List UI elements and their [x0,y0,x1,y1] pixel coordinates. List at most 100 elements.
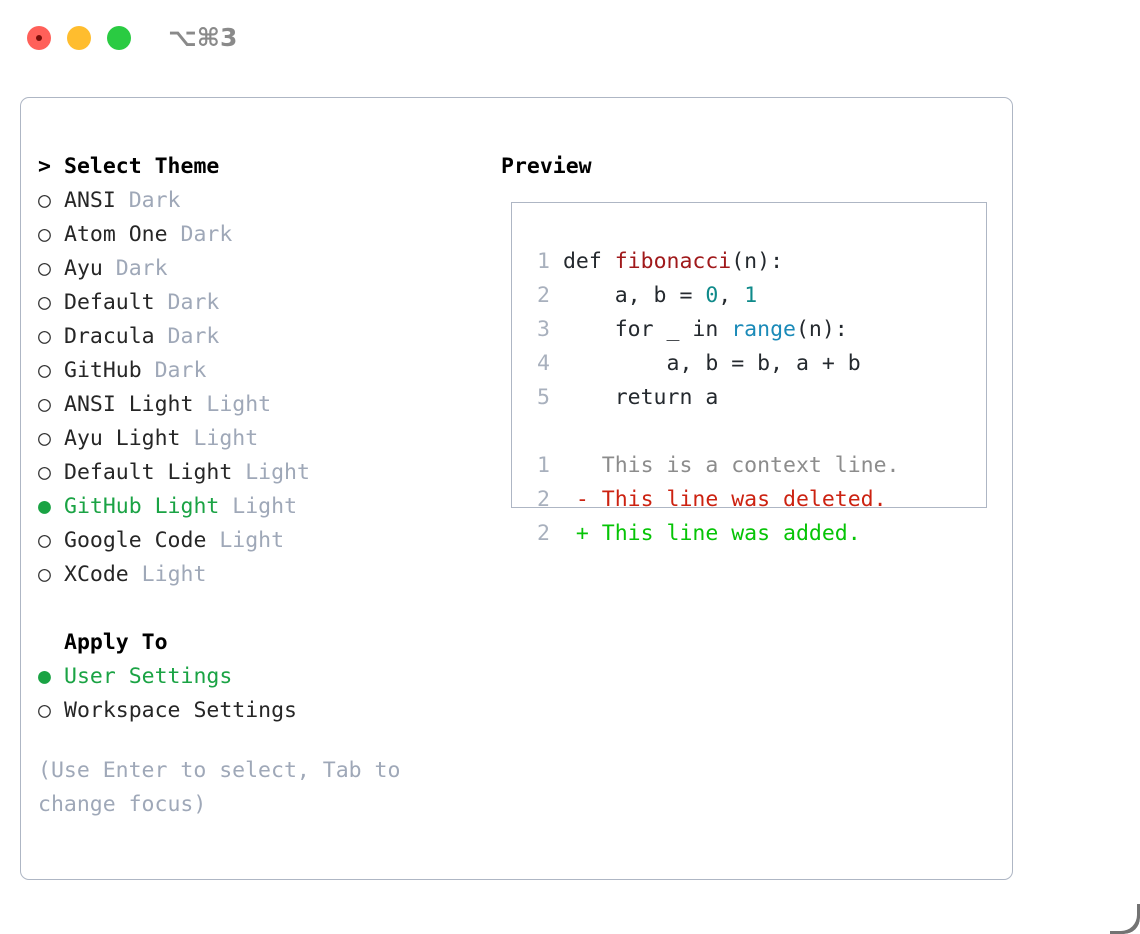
diff-line-text: + This line was added. [550,521,861,546]
radio-unselected-icon: ○ [38,426,51,451]
apply-to-option-user-settings[interactable]: ●User Settings [38,660,478,694]
line-number: 1 [537,249,550,274]
main-panel: > Select Theme ○ ANSI Dark ○ Atom One Dark ○ A… [20,97,1013,880]
radio-unselected-icon: ○ [38,188,51,213]
window-corner-shadow [1110,904,1140,934]
code-line: 4 a, b = b, a + b [524,347,900,381]
theme-option-variant-badge: Dark [154,290,220,315]
radio-unselected-icon: ○ [38,460,51,485]
radio-unselected-icon: ○ [38,290,51,315]
theme-option-label: ANSI Light [64,392,194,417]
theme-option-label: Default Light [64,460,233,485]
line-number: 2 [537,487,550,512]
theme-option-ayu[interactable]: ○ Ayu Dark [38,252,478,286]
theme-option-ansi-light[interactable]: ○ ANSI Light Light [38,388,478,422]
radio-unselected-icon: ○ [38,324,51,349]
line-number: 2 [537,283,550,308]
apply-to-heading: Apply To [38,626,478,660]
keyboard-shortcut-label: ⌥⌘3 [168,23,238,52]
code-token: a, b = b, a + b [562,351,861,376]
radio-unselected-icon: ○ [38,222,51,247]
diff-line-ctx: 1 This is a context line. [524,449,900,483]
apply-to-heading-label: Apply To [64,630,168,655]
close-button[interactable] [27,26,51,50]
code-token: (n): [795,317,848,342]
code-blank-line [524,415,900,449]
radio-unselected-icon: ○ [38,698,51,723]
theme-option-xcode[interactable]: ○ XCode Light [38,558,478,592]
radio-unselected-icon: ○ [38,256,51,281]
theme-option-label: Dracula [64,324,155,349]
code-token: fibonacci [614,249,732,274]
theme-option-google-code[interactable]: ○ Google Code Light [38,524,478,558]
theme-option-label: XCode [64,562,129,587]
theme-option-label: Default [64,290,155,315]
theme-option-variant-badge: Dark [154,324,220,349]
theme-option-variant-badge: Light [232,460,310,485]
apply-to-option-workspace-settings[interactable]: ○Workspace Settings [38,694,478,728]
keyboard-hint-text: (Use Enter to select, Tab to change focu… [38,758,401,817]
diff-line-text: - This line was deleted. [550,487,887,512]
code-token: a, b = [562,283,706,308]
theme-option-github[interactable]: ○GitHub Dark [38,354,478,388]
code-line: 5 return a [524,381,900,415]
theme-option-label: GitHub [64,358,142,383]
radio-selected-icon: ● [38,664,51,689]
theme-option-label: GitHub Light [64,494,220,519]
line-number: 1 [537,453,550,478]
theme-option-label: Ayu Light [64,426,181,451]
theme-selector-column: > Select Theme ○ ANSI Dark ○ Atom One Dark ○ A… [38,150,478,728]
preview-column: Preview 1 def fibonacci(n):2 a, b = 0, 1… [501,150,1001,546]
theme-option-variant-badge: Light [206,528,285,553]
line-number: 5 [537,385,550,410]
theme-option-atom-one[interactable]: ○ Atom One Dark [38,218,478,252]
preview-heading: Preview [501,154,592,179]
theme-option-label: Atom One [64,222,168,247]
theme-option-variant-badge: Dark [102,256,168,281]
theme-option-dracula[interactable]: ○ Dracula Dark [38,320,478,354]
theme-option-default[interactable]: ○ Default Dark [38,286,478,320]
code-token: def [562,249,615,274]
theme-option-variant-badge: Light [180,426,259,451]
theme-option-label: ANSI [64,188,116,213]
theme-option-variant-badge: Dark [167,222,233,247]
theme-option-default-light[interactable]: ○ Default Light Light [38,456,478,490]
diff-line-text: This is a context line. [550,453,900,478]
code-token: for _ in [562,317,732,342]
code-token: 1 [744,283,758,308]
code-token: range [731,317,796,342]
theme-option-label: Google Code [64,528,207,553]
theme-option-variant-badge: Light [219,494,298,519]
code-line: 3 for _ in range(n): [524,313,900,347]
select-theme-heading: > Select Theme [38,150,478,184]
theme-option-ayu-light[interactable]: ○ Ayu Light Light [38,422,478,456]
radio-unselected-icon: ○ [38,528,51,553]
theme-option-ansi[interactable]: ○ ANSI Dark [38,184,478,218]
section-spacer [38,592,478,626]
diff-line-del: 2 - This line was deleted. [524,483,900,517]
theme-list: ○ ANSI Dark ○ Atom One Dark ○ Ayu Dark ○ Defaul… [38,184,478,592]
code-token: (n): [731,249,784,274]
code-line: 1 def fibonacci(n): [524,245,900,279]
radio-unselected-icon: ○ [38,562,51,587]
diff-line-add: 2 + This line was added. [524,517,900,551]
maximize-button[interactable] [107,26,131,50]
prompt-caret-icon: > [38,154,51,179]
radio-selected-icon: ● [38,494,51,519]
apply-to-list: ●User Settings○Workspace Settings [38,660,478,728]
theme-option-label: Ayu [64,256,103,281]
radio-unselected-icon: ○ [38,392,51,417]
line-number: 4 [537,351,550,376]
theme-option-variant-badge: Light [128,562,207,587]
theme-option-variant-badge: Light [193,392,272,417]
theme-option-variant-badge: Dark [141,358,207,383]
theme-option-github-light[interactable]: ● GitHub Light Light [38,490,478,524]
line-number: 3 [537,317,550,342]
minimize-button[interactable] [67,26,91,50]
title-bar: ⌥⌘3 [0,0,1140,76]
select-theme-heading-label: Select Theme [64,154,220,179]
code-token: 0 [705,283,719,308]
theme-option-variant-badge: Dark [115,188,181,213]
